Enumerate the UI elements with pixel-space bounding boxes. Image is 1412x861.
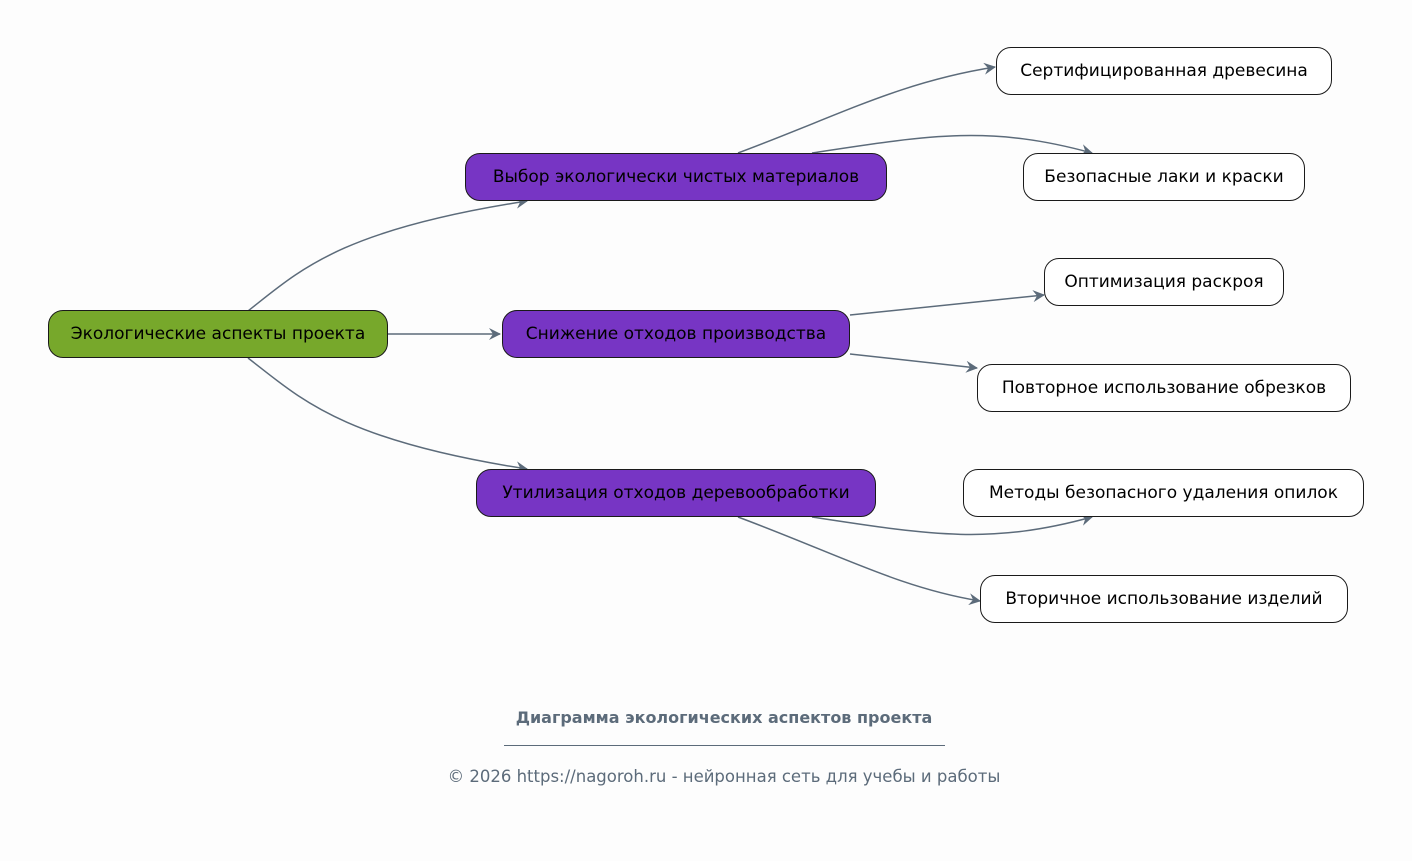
edge-root-b1 <box>247 196 528 312</box>
node-branch-materials-label: Выбор экологически чистых материалов <box>492 167 860 187</box>
edge-b3-l5 <box>811 514 1093 536</box>
node-leaf-label: Вторичное использование изделий <box>1005 589 1323 609</box>
node-branch-recycling-label: Утилизация отходов деревообработки <box>502 483 850 503</box>
node-leaf-certified-wood[interactable]: Сертифицированная древесина <box>996 47 1332 95</box>
node-leaf-label: Сертифицированная древесина <box>1020 61 1308 81</box>
node-leaf-safe-paints[interactable]: Безопасные лаки и краски <box>1023 153 1305 201</box>
node-branch-waste-reduction-label: Снижение отходов производства <box>525 324 827 344</box>
edge-root-b3 <box>247 357 528 474</box>
edge-b2-l4 <box>849 353 978 373</box>
node-root[interactable]: Экологические аспекты проекта <box>48 310 388 358</box>
node-branch-recycling[interactable]: Утилизация отходов деревообработки <box>476 469 876 517</box>
edge-b1-l2 <box>811 134 1093 156</box>
diagram-caption-title: Диаграмма экологических аспектов проекта <box>515 708 933 727</box>
node-leaf-product-reuse[interactable]: Вторичное использование изделий <box>980 575 1348 623</box>
copyright-text: © 2026 https://nagoroh.ru - нейронная се… <box>447 767 1001 786</box>
node-leaf-label: Методы безопасного удаления опилок <box>989 483 1338 503</box>
node-root-label: Экологические аспекты проекта <box>70 324 366 344</box>
node-leaf-label: Безопасные лаки и краски <box>1044 167 1284 187</box>
node-leaf-offcut-reuse[interactable]: Повторное использование обрезков <box>977 364 1351 412</box>
caption-divider <box>504 745 945 746</box>
node-leaf-label: Оптимизация раскроя <box>1064 272 1264 292</box>
node-leaf-label: Повторное использование обрезков <box>1001 378 1327 398</box>
edge-b3-l6 <box>737 516 981 606</box>
node-branch-materials[interactable]: Выбор экологически чистых материалов <box>465 153 887 201</box>
node-branch-waste-reduction[interactable]: Снижение отходов производства <box>502 310 850 358</box>
node-leaf-sawdust-removal[interactable]: Методы безопасного удаления опилок <box>963 469 1364 517</box>
edge-b2-l3 <box>849 290 1045 316</box>
node-leaf-cutting-optimization[interactable]: Оптимизация раскроя <box>1044 258 1284 306</box>
edge-b1-l1 <box>737 62 996 154</box>
